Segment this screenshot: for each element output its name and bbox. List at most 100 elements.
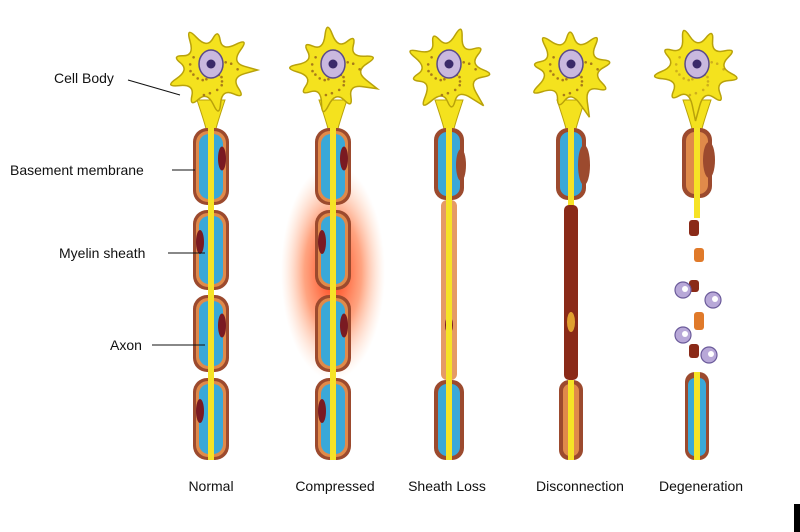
diagram-svg xyxy=(127,26,738,460)
soma-granule xyxy=(575,88,579,92)
macrophage-vacuole xyxy=(712,296,718,302)
stage-label-compressed: Compressed xyxy=(295,478,375,494)
soma-granule xyxy=(706,83,709,87)
axon xyxy=(446,128,452,460)
soma-granule xyxy=(565,77,568,81)
soma-granule xyxy=(318,77,322,80)
soma-granule xyxy=(467,62,471,65)
soma-granule xyxy=(430,73,433,76)
soma-granule xyxy=(561,78,564,82)
soma-granule xyxy=(439,78,443,82)
axon-fragment xyxy=(689,344,699,358)
soma-granule xyxy=(458,75,461,79)
soma-granule xyxy=(337,88,341,92)
nucleolus xyxy=(328,59,338,69)
schwann-cell-nucleus xyxy=(340,313,348,338)
soma-granule xyxy=(427,69,430,73)
axon-proximal xyxy=(568,128,574,208)
schwann-cell xyxy=(703,142,715,178)
soma-granule xyxy=(440,93,444,97)
axon-proximal xyxy=(694,128,700,218)
soma-granule xyxy=(327,77,330,81)
macrophage-vacuole xyxy=(682,286,688,292)
schwann-cell-nucleus xyxy=(318,230,326,254)
soma-granule xyxy=(342,83,346,87)
axon-distal xyxy=(568,380,574,460)
soma-granule xyxy=(682,77,685,80)
soma-granule xyxy=(324,93,328,97)
axon-distal xyxy=(694,372,700,460)
soma-granule xyxy=(687,78,690,82)
soma-granule xyxy=(694,91,698,95)
soma-granule xyxy=(688,93,692,97)
schwann-cell-nucleus xyxy=(218,313,226,338)
soma-granule xyxy=(443,77,446,81)
soma-granule xyxy=(552,56,555,59)
stage-label-degeneration: Degeneration xyxy=(658,478,744,494)
soma-granule xyxy=(678,73,681,76)
cell-body-label: Cell Body xyxy=(54,70,114,86)
soma-granule xyxy=(430,56,433,59)
soma-granule xyxy=(580,83,583,87)
basement-membrane-label: Basement membrane xyxy=(10,162,144,178)
corner-mark xyxy=(794,504,800,532)
soma-granule xyxy=(434,77,438,80)
soma-granule xyxy=(215,88,219,92)
soma-granule xyxy=(446,91,450,95)
neuron-normal xyxy=(170,31,261,460)
schwann-cell xyxy=(456,149,466,181)
soma-granule xyxy=(552,73,555,76)
soma-granule xyxy=(192,56,195,59)
soma-granule xyxy=(189,69,192,73)
soma-granule xyxy=(589,62,593,65)
nucleolus xyxy=(566,59,576,69)
soma-granule xyxy=(310,63,314,66)
macrophage-vacuole xyxy=(708,351,714,357)
soma-granule xyxy=(568,91,572,95)
soma-granule xyxy=(548,63,552,66)
soma-granule xyxy=(426,63,430,66)
soma-granule xyxy=(453,88,457,92)
schwann-cell-nucleus xyxy=(196,399,204,423)
soma-granule xyxy=(220,75,223,79)
neuron-compressed xyxy=(281,26,385,460)
soma-granule xyxy=(205,77,208,81)
soma-granule xyxy=(202,93,206,97)
soma-granule xyxy=(462,61,466,64)
axon-fragment xyxy=(694,248,704,262)
soma-granule xyxy=(208,91,212,95)
soma-granule xyxy=(580,80,584,83)
soma-granule xyxy=(706,80,710,83)
stage-label-sheath-loss: Sheath Loss xyxy=(408,478,486,494)
neuron-sheath-loss xyxy=(409,28,491,460)
soma-granule xyxy=(188,63,192,66)
soma-granule xyxy=(229,62,233,65)
schwann-cell-nucleus xyxy=(218,146,226,171)
soma-granule xyxy=(580,75,583,79)
stage-label-normal: Normal xyxy=(188,478,234,494)
soma-granule xyxy=(224,61,227,64)
axon-fragment xyxy=(689,220,699,236)
soma-granule xyxy=(346,61,350,64)
macrophage-vacuole xyxy=(682,331,688,337)
soma-granule xyxy=(674,63,678,66)
stage-label-disconnection: Disconnection xyxy=(536,478,624,494)
soma-granule xyxy=(562,93,566,97)
soma-granule xyxy=(584,61,587,64)
soma-granule xyxy=(201,78,204,82)
soma-granule xyxy=(701,88,705,92)
soma-granule xyxy=(192,73,195,76)
soma-granule xyxy=(556,77,559,80)
nucleolus xyxy=(444,59,454,69)
soma-granule xyxy=(342,75,345,79)
soma-granule xyxy=(314,73,317,76)
soma-granule xyxy=(314,56,317,59)
soma-granule xyxy=(220,83,223,87)
schwann-cell xyxy=(578,145,590,185)
schwann-cell-nucleus xyxy=(196,230,204,254)
soma-granule xyxy=(236,68,239,71)
soma-granule xyxy=(351,62,355,65)
axon xyxy=(208,128,214,460)
soma-granule xyxy=(323,78,327,82)
soma-granule xyxy=(220,80,224,83)
